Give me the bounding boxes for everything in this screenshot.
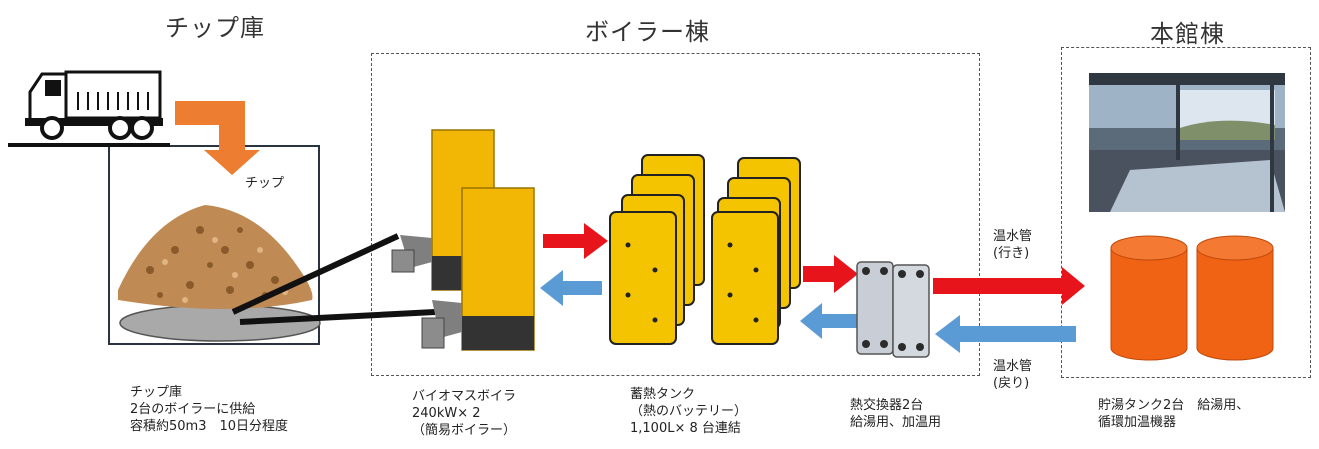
boiler-caption: バイオマスボイラ 240kW× 2 （簡易ボイラー） bbox=[412, 389, 517, 438]
storage-tank-icon bbox=[609, 154, 705, 345]
wood-chip-pile bbox=[118, 205, 321, 342]
return-arrow-exchanger bbox=[800, 303, 858, 339]
feed-line-lower bbox=[239, 309, 436, 325]
chip-storage-caption: チップ庫 2台のボイラーに供給 容積約50m3 10日分程度 bbox=[130, 385, 289, 434]
biomass-boiler-icon bbox=[421, 187, 535, 351]
pipe-out-label: 温水管 (行き) bbox=[993, 229, 1033, 261]
boiler-building-title: ボイラー棟 bbox=[585, 18, 710, 46]
plate-heat-exchanger-icon bbox=[856, 261, 894, 355]
main-building-outline bbox=[1061, 47, 1311, 378]
tank-caption: 蓄熱タンク （熱のバッテリー） 1,100L× 8 台連結 bbox=[630, 387, 748, 436]
plate-heat-exchanger-icon bbox=[892, 264, 930, 358]
hot-water-tank-caption: 貯湯タンク2台 給湯用、 循環加温機器 bbox=[1098, 398, 1250, 430]
supply-arrow-exchanger bbox=[803, 255, 858, 293]
pipe-return-label: 温水管 (戻り) bbox=[993, 359, 1033, 391]
bath-hall-photo bbox=[1089, 73, 1285, 212]
truck-icon bbox=[25, 70, 163, 140]
chip-storage-box bbox=[108, 145, 320, 345]
storage-tank-icon bbox=[711, 157, 801, 345]
delivery-arrow bbox=[175, 101, 260, 175]
main-building-title: 本館棟 bbox=[1150, 20, 1225, 48]
hot-water-return-pipe bbox=[935, 315, 1076, 353]
hot-water-tank-icon bbox=[1196, 235, 1274, 361]
heat-exchanger-caption: 熱交換器2台 給湯用、加温用 bbox=[850, 398, 942, 430]
boiler-building-outline bbox=[371, 53, 980, 376]
chip-arrow-label: チップ bbox=[245, 176, 285, 191]
feed-line-upper bbox=[231, 233, 400, 315]
supply-arrow-boiler bbox=[543, 223, 608, 259]
chip-storage-title: チップ庫 bbox=[165, 14, 265, 42]
hot-water-tank-icon bbox=[1110, 235, 1188, 361]
return-arrow-boiler bbox=[540, 270, 602, 306]
hot-water-supply-pipe bbox=[933, 267, 1085, 305]
